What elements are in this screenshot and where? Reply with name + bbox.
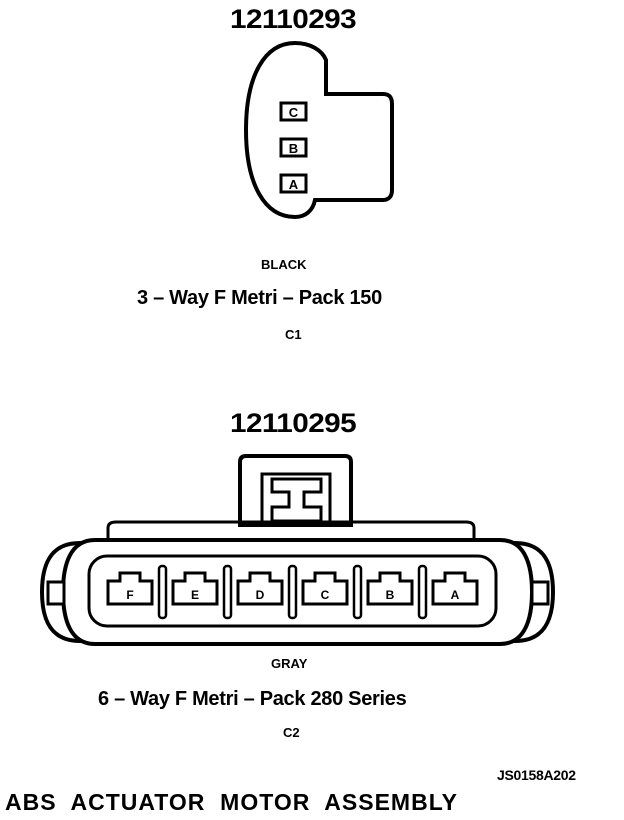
- c2-pin-a-label: A: [451, 588, 460, 602]
- c1-pin-c-label: C: [289, 105, 299, 120]
- c2-connector-id: C2: [283, 725, 300, 740]
- figure-id: JS0158A202: [497, 767, 576, 783]
- c1-pin-b: B: [279, 137, 308, 158]
- c1-part-number: 12110293: [230, 4, 357, 34]
- c1-pin-b-label: B: [289, 141, 298, 156]
- footer-title: ABS ACTUATOR MOTOR ASSEMBLY: [5, 789, 458, 815]
- c2-pin-f-label: F: [126, 588, 133, 602]
- c2-pin-b-label: B: [386, 588, 395, 602]
- c2-terminal-e: [171, 571, 219, 606]
- c1-description: 3 – Way F Metri – Pack 150: [137, 287, 382, 309]
- c2-description: 6 – Way F Metri – Pack 280 Series: [98, 688, 407, 710]
- c1-connector-id: C1: [285, 327, 302, 342]
- c2-part-number: 12110295: [230, 408, 357, 438]
- c1-pin-c: C: [279, 101, 308, 122]
- c2-terminal-f: [106, 571, 154, 606]
- c2-color-label: GRAY: [271, 656, 308, 671]
- c2-pin-d-label: D: [256, 588, 265, 602]
- c2-terminal-d: [236, 571, 284, 606]
- c1-pin-a-label: A: [289, 177, 299, 192]
- c2-terminal-b: [366, 571, 414, 606]
- c2-left-tab: [46, 580, 66, 606]
- c2-terminal-c: [301, 571, 349, 606]
- c1-pin-a: A: [279, 173, 308, 194]
- c1-color-label: BLACK: [261, 257, 307, 272]
- c2-pin-e-label: E: [191, 588, 199, 602]
- c2-pin-c-label: C: [321, 588, 330, 602]
- c2-terminal-a: [431, 571, 479, 606]
- c2-right-tab: [530, 580, 550, 606]
